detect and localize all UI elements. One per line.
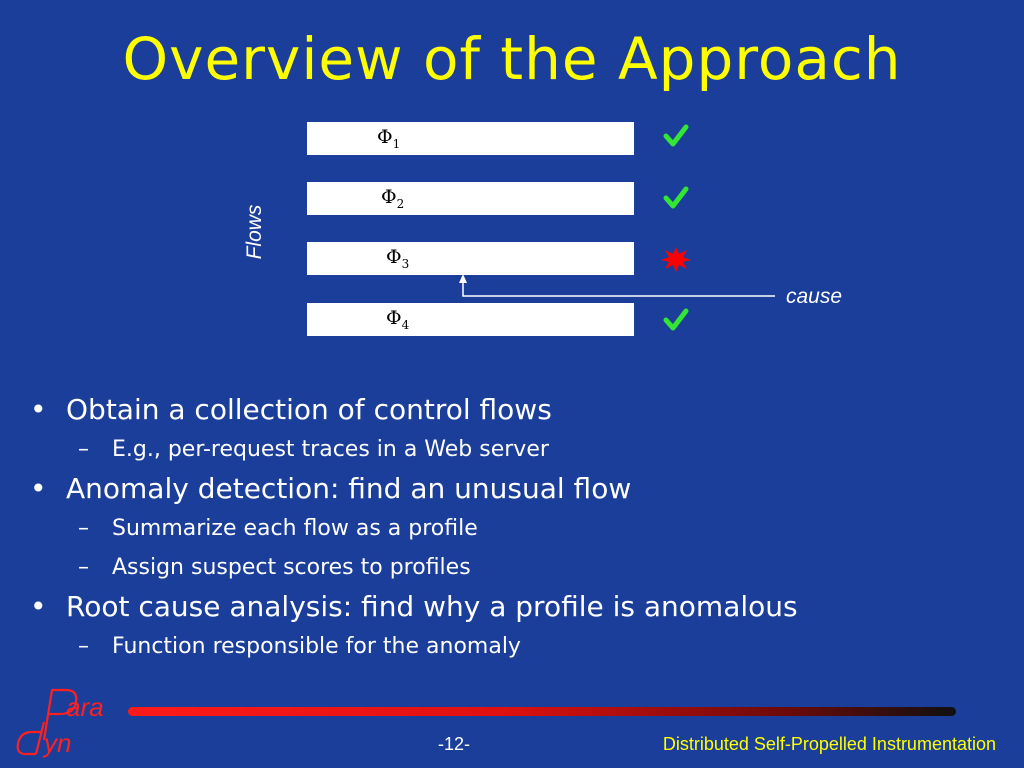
flow-bar-1: Φ1 [307, 122, 634, 155]
sub-bullet-item: –Summarize each flow as a profile [78, 516, 478, 541]
sub-bullet-item: –Function responsible for the anomaly [78, 634, 521, 659]
flow-label-1: Φ1 [377, 126, 401, 151]
bullet-item: •Anomaly detection: find an unusual flow [30, 472, 632, 505]
bullet-item: •Obtain a collection of control flows [30, 393, 552, 426]
flow-bar-4: Φ4 [307, 303, 634, 336]
sub-bullet-item: –Assign suspect scores to profiles [78, 555, 471, 580]
check-icon [663, 186, 689, 209]
cause-label: cause [786, 285, 843, 308]
flow-label-4: Φ4 [386, 307, 410, 332]
flows-axis-label: Flows [243, 204, 266, 260]
flow-bar-3: Φ3 [307, 242, 634, 275]
paradyn-logo: ara yn [16, 688, 104, 758]
bullet-item: •Root cause analysis: find why a profile… [30, 590, 798, 623]
bullet-list: •Obtain a collection of control flows –E… [28, 390, 1008, 666]
slide-title: Overview of the Approach [122, 25, 902, 93]
svg-text:yn: yn [42, 728, 71, 758]
flow-bar-2: Φ2 [307, 182, 634, 215]
flow-label-2: Φ2 [381, 186, 405, 211]
check-icon [663, 308, 689, 331]
burst-icon [661, 247, 691, 272]
check-icon [663, 124, 689, 147]
flow-label-3: Φ3 [386, 246, 410, 271]
footer-title: Distributed Self-Propelled Instrumentati… [662, 734, 996, 754]
page-number: -12- [438, 734, 471, 754]
sub-bullet-item: –E.g., per-request traces in a Web serve… [78, 437, 549, 462]
svg-text:ara: ara [66, 692, 104, 722]
footer-divider [128, 707, 956, 716]
